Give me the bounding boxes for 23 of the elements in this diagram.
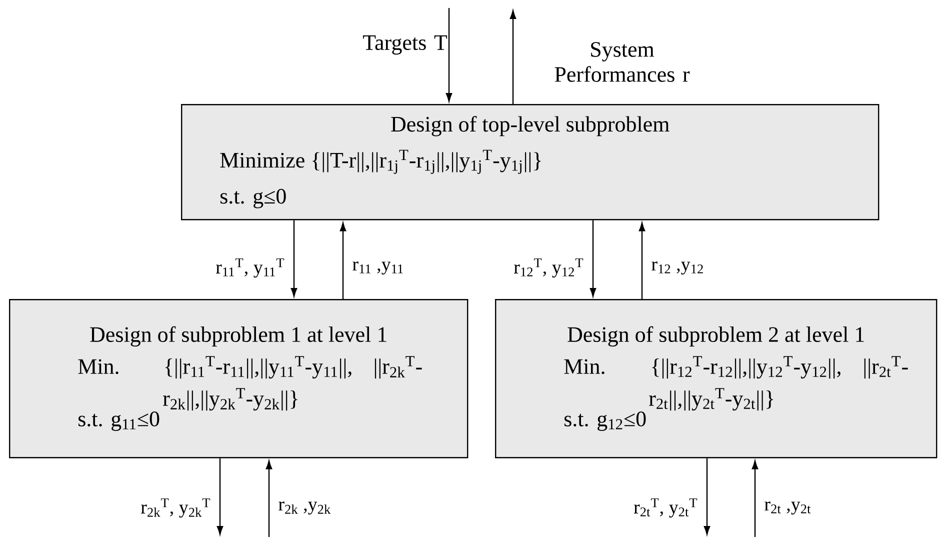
arrow (290, 220, 298, 297)
arrow (752, 460, 758, 537)
arrow (446, 8, 452, 102)
edge-label: r$_{2k}$ ,y$_{2k}$ (278, 501, 331, 515)
edge-label: Targets T (363, 35, 448, 55)
edge-label: r$_{2k}$$^{T}$, y$_{2k}$T (141, 498, 210, 518)
arrow (638, 222, 646, 299)
edge-label: System Performances r (554, 42, 690, 82)
edge-label: r$_{11}$$^{T}$, y$_{11}$T (216, 258, 284, 278)
process-box: Design of subproblem 1 at level 1 Min. {||r$_{11}$$^{T}$-r$_{11}$||,||y$_{11}$$^{T}$-y$_{11}$||, ||r$_{2k}$$^{T}$-r$_{2k}$||,||y$_{2k}$$^{T}$-y$_{2k}$||} s.t. g$_{11}$≤0 (9, 299, 468, 458)
edge-label: r$_{2t}$ ,y$_{2t}$ (764, 501, 811, 515)
arrow (340, 222, 346, 299)
edge-label: r$_{12}$$^{T}$, y$_{12}$T (514, 258, 584, 278)
edge-label: r$_{12}$ ,y$_{12}$ (652, 261, 703, 275)
edge-label: r$_{11}$ ,y$_{11}$ (352, 261, 403, 275)
arrow (590, 220, 596, 297)
edge-label: r$_{2t}$$^{T}$, y$_{2t}$T (634, 498, 698, 518)
process-box: Design of subproblem 2 at level 1 Min. {||r$_{12}$$^{T}$-r$_{12}$||,||y$_{12}$$^{T}$-y$_{12}$||, ||r$_{2t}$$^{T}$-r$_{2t}$||,||y$_{2t}$$^{T}$-y$_{2t}$||} s.t. g$_{12}$≤0 (495, 299, 938, 458)
arrow (266, 460, 272, 537)
arrow (704, 458, 710, 535)
process-box: Design of top-level subproblem Minimize {||T-r||,||r$_{1j}$$^{T}$-r$_{1j}$||,||y$_{1j}$$^{T}$-y$_{1j}$||} s.t. g≤0 (181, 104, 880, 220)
arrow (510, 10, 516, 104)
arrow (216, 458, 224, 535)
